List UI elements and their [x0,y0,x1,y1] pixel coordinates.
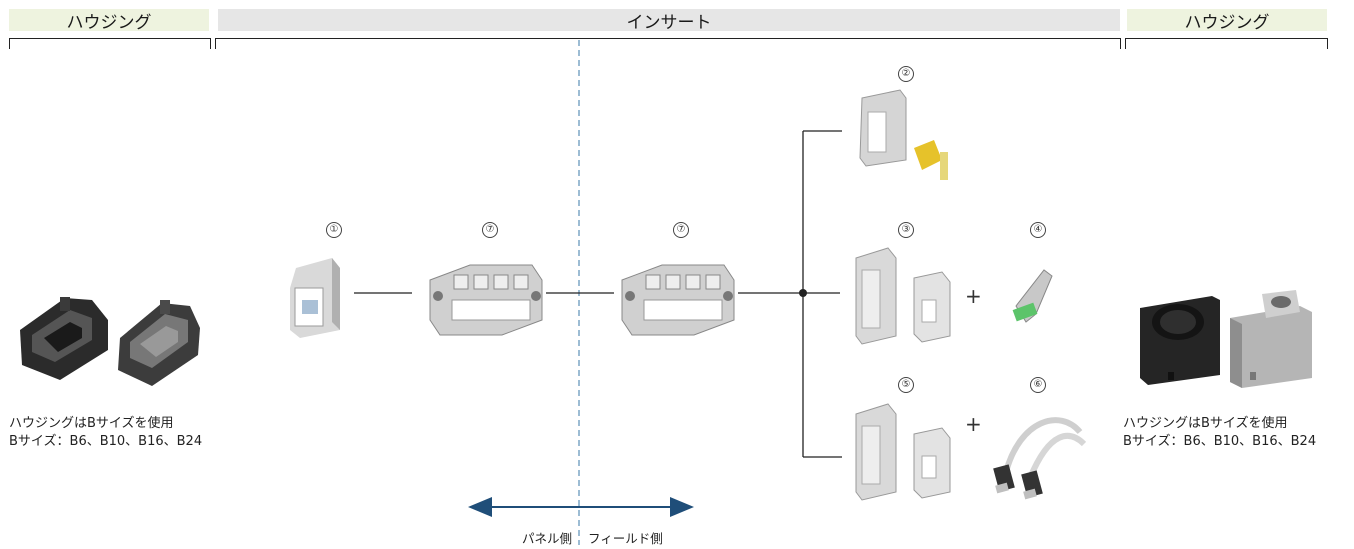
label-6: ⑥ [1030,377,1046,393]
housing-note-left-line2: Bサイズ：B6、B10、B16、B24 [9,434,203,449]
header-insert: インサート [218,9,1120,33]
module-3-icon [855,247,951,345]
bracket-right [1125,38,1328,50]
label-4: ④ [1030,222,1046,238]
frame-right-icon [621,264,735,336]
housing-note-right: ハウジングはBサイズを使用 Bサイズ：B6、B10、B16、B24 [1123,415,1316,451]
frame-left-icon [429,264,543,336]
plus-sign-lower: + [965,412,982,436]
label-1: ① [326,222,342,238]
panel-side-label: パネル側 [521,531,572,546]
housing-black-hood-icon [1140,296,1220,385]
header-housing-left: ハウジング [9,9,209,33]
housing-grey-icon [118,300,200,386]
label-2: ② [898,66,914,82]
rj45-module-4-icon [1012,269,1053,323]
housing-black-icon [20,297,108,380]
housing-note-left: ハウジングはBサイズを使用 Bサイズ：B6、B10、B16、B24 [9,415,202,451]
housing-note-left-line1: ハウジングはBサイズを使用 [9,416,174,431]
module-1-icon [290,258,340,338]
label-7-left: ⑦ [482,222,498,238]
module-2-icon [859,89,948,180]
bracket-left [9,38,211,50]
housing-grey-hood-icon [1230,290,1312,388]
label-3: ③ [898,222,914,238]
field-side-label: フィールド側 [588,531,663,546]
label-5: ⑤ [898,377,914,393]
plus-sign-upper: + [965,284,982,308]
housing-note-right-line2: Bサイズ：B6、B10、B16、B24 [1123,434,1317,449]
header-housing-right: ハウジング [1127,9,1327,33]
housing-note-right-line1: ハウジングはBサイズを使用 [1123,416,1288,431]
module-5-icon [855,403,951,501]
cable-6-icon [993,417,1087,500]
bracket-insert [215,38,1121,50]
junction-dot [799,289,807,297]
label-7-right: ⑦ [673,222,689,238]
